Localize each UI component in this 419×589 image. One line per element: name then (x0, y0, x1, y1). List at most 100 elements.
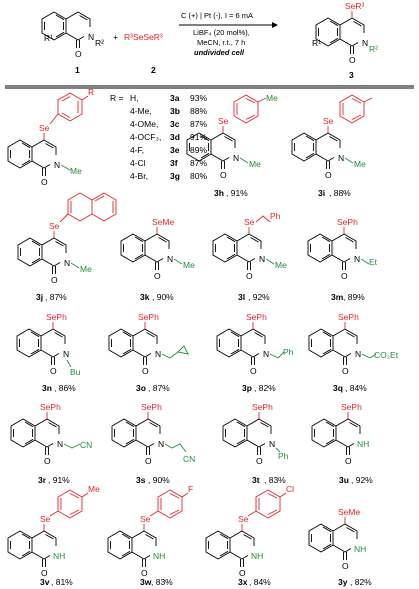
compound-3j: Se N Me O 3j , 87% (17, 192, 117, 302)
svg-text:O: O (142, 366, 149, 376)
svg-text:O: O (342, 366, 349, 376)
reactant-1-label: 1 (75, 65, 80, 75)
conditions: C (+) | Pt (-), I = 6 mA LiBF₄ (20 mol%)… (179, 11, 278, 57)
svg-text:3x: 3x (238, 577, 248, 587)
svg-text:3n: 3n (42, 383, 52, 393)
svg-text:, 88%: , 88% (329, 188, 351, 198)
cond-line4: undivided cell (194, 48, 245, 57)
svg-text:Me: Me (354, 159, 366, 169)
compound-3r: SePh N CN O 3r , 91% (10, 402, 92, 485)
svg-text:O: O (141, 568, 148, 578)
svg-text:, 84%: , 84% (345, 383, 367, 393)
svg-text:SePh: SePh (252, 402, 273, 412)
svg-text:N: N (233, 153, 239, 163)
series-row-code: 3b (170, 106, 180, 116)
svg-text:O: O (220, 170, 227, 180)
compound-3q: SePh N CO₂Et O 3q , 84% (308, 312, 399, 393)
compound-3k: SeMe N Me O 3k , 90% (120, 217, 195, 302)
svg-text:3w: 3w (140, 577, 152, 587)
reactant-2-formula: R³SeSeR³ (124, 32, 163, 42)
svg-text:, 87%: , 87% (45, 292, 67, 302)
svg-text:Se: Se (40, 514, 51, 524)
series-row-yield: 93% (190, 93, 207, 103)
o-atom: O (75, 49, 82, 59)
svg-text:3j: 3j (36, 292, 43, 302)
compound-3i: Se N Me O 3i , 88% (291, 94, 373, 198)
svg-text:3q: 3q (333, 383, 343, 393)
reactant-1: R¹ N R² O 1 (41, 11, 104, 75)
compound-3a-3g: R Se N Me O (7, 87, 94, 187)
svg-text:O: O (342, 561, 349, 571)
product-r2: R² (369, 44, 378, 54)
series-row-substituent: 4-Cl (130, 158, 146, 168)
svg-text:SePh: SePh (141, 402, 162, 412)
svg-text:Me: Me (88, 484, 100, 494)
series-row-code: 3g (170, 171, 180, 181)
svg-text:, 86%: , 86% (54, 383, 76, 393)
svg-text:3m: 3m (331, 292, 344, 302)
r1-label: R¹ (44, 33, 53, 43)
svg-text:SeMe: SeMe (152, 217, 174, 227)
svg-text:Me: Me (275, 260, 287, 270)
svg-text:SeMe: SeMe (338, 507, 360, 517)
series-row-code: 3a (170, 93, 180, 103)
svg-text:3r: 3r (38, 475, 47, 485)
svg-text:N: N (57, 439, 63, 449)
svg-text:, 90%: , 90% (148, 475, 170, 485)
svg-text:Ph: Ph (278, 451, 289, 461)
svg-text:O: O (341, 271, 348, 281)
svg-text:O: O (246, 271, 253, 281)
svg-text:O: O (345, 456, 352, 466)
product-n: N (362, 38, 368, 48)
svg-text:N: N (167, 254, 173, 264)
svg-text:Me: Me (249, 159, 261, 169)
svg-text:3p: 3p (242, 383, 252, 393)
svg-text:Cl: Cl (286, 484, 294, 494)
product-o: O (349, 55, 356, 65)
svg-text:O: O (239, 568, 246, 578)
svg-text:O: O (41, 177, 48, 187)
svg-text:N: N (63, 349, 69, 359)
product: SeR³ R¹ N R² O 3 (312, 1, 378, 80)
svg-text:O: O (325, 170, 332, 180)
svg-text:, 82%: , 82% (254, 383, 276, 393)
series-row-substituent: 4-Me, (130, 106, 152, 116)
series-row-yield: 89% (190, 145, 207, 155)
plus-sign: + (113, 32, 118, 42)
svg-text:Se: Se (323, 116, 334, 126)
compound-3n: SePh N Bu O 3n , 86% (16, 312, 81, 393)
svg-text:O: O (145, 456, 152, 466)
svg-text:O: O (256, 456, 263, 466)
cond-line1: C (+) | Pt (-), I = 6 mA (181, 11, 253, 20)
product-se: SeR³ (345, 1, 365, 11)
svg-text:SePh: SePh (138, 312, 159, 322)
cond-line2: LiBF₄ (20 mol%), (193, 28, 250, 37)
svg-text:3y: 3y (338, 577, 348, 587)
series-row-yield: 88% (190, 106, 207, 116)
compound-3h: Me Se N Me O 3h , 91% (186, 93, 278, 198)
series-row-code: 3f (170, 158, 178, 168)
product-r1: R¹ (312, 38, 321, 48)
svg-text:, 91%: , 91% (48, 475, 70, 485)
svg-text:, 82%: , 82% (350, 577, 372, 587)
svg-text:NH: NH (251, 551, 263, 561)
svg-text:Se: Se (140, 514, 151, 524)
compound-3p: SePh N Ph O 3p , 82% (216, 312, 294, 393)
svg-text:Bu: Bu (70, 367, 81, 377)
compound-3x: Cl Se NH O 3x , 84% (205, 484, 294, 587)
svg-text:N: N (259, 254, 265, 264)
compound-3t: SePh N Ph O 3t , 83% (222, 402, 289, 485)
compound-3w: F Se NH O 3w , 83% (107, 484, 193, 587)
svg-text:SePh: SePh (246, 312, 267, 322)
series-row-yield: 87% (190, 119, 207, 129)
svg-text:Me: Me (266, 93, 278, 103)
series-row-code: 3c (170, 119, 180, 129)
svg-text:SePh: SePh (337, 217, 358, 227)
svg-text:, 89%: , 89% (343, 292, 365, 302)
r-label: R (88, 87, 94, 97)
series-row-code: 3d (170, 132, 180, 142)
svg-text:F: F (188, 484, 193, 494)
compound-3v: Me Se NH O 3v , 81% (7, 484, 100, 587)
